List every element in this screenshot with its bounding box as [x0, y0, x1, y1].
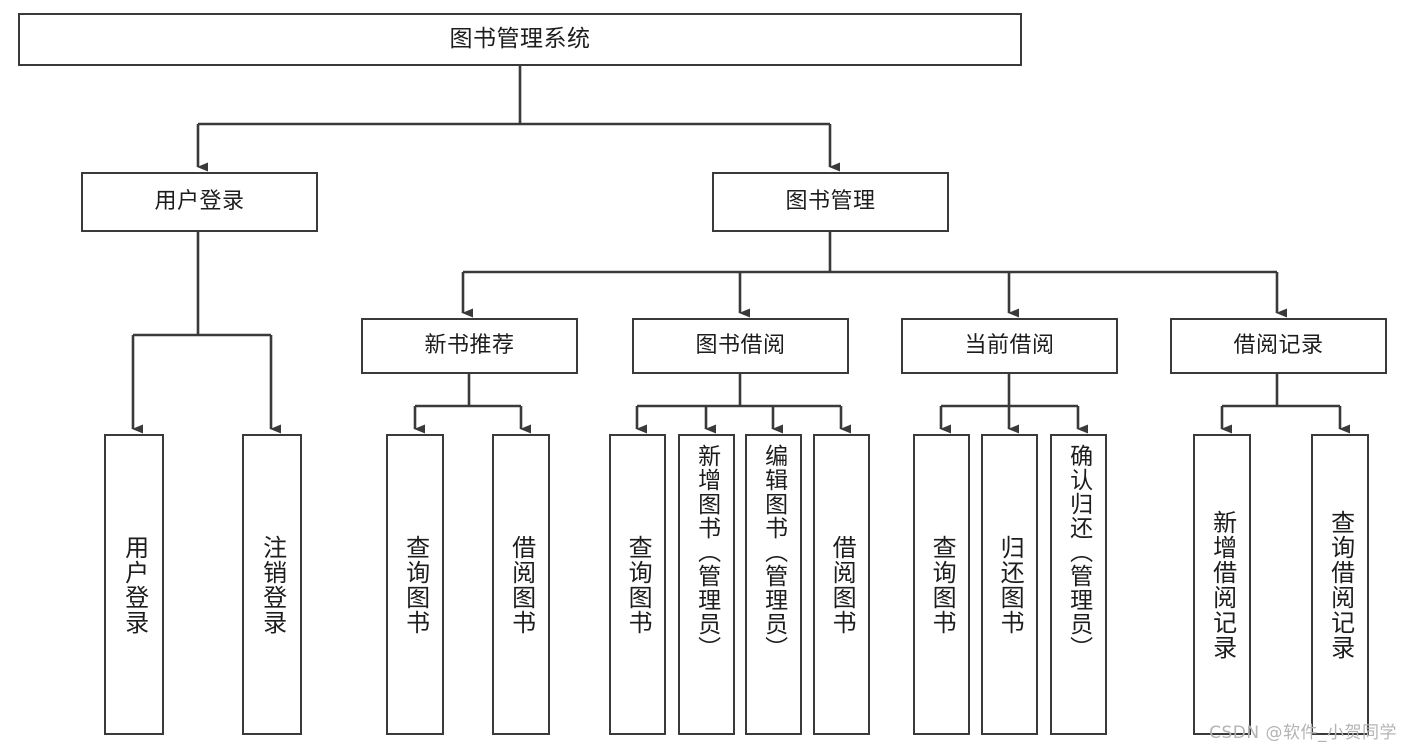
- node-leaf-user-logout[interactable]: 注销登录: [242, 434, 302, 735]
- node-leaf-query-book-1-label: 查询图书: [401, 534, 430, 635]
- node-leaf-query-book-1[interactable]: 查询图书: [386, 434, 444, 735]
- node-book-manage[interactable]: 图书管理: [712, 172, 949, 232]
- node-leaf-borrow-book-1-label: 借阅图书: [507, 534, 536, 635]
- node-leaf-query-book-2-label: 查询图书: [624, 534, 653, 635]
- node-leaf-query-record[interactable]: 查询借阅记录: [1311, 434, 1369, 735]
- csdn-watermark: CSDN @软件_小贺同学: [1209, 723, 1397, 743]
- node-leaf-borrow-book-2-label: 借阅图书: [828, 534, 857, 635]
- node-leaf-return-book[interactable]: 归还图书: [981, 434, 1038, 735]
- node-leaf-add-book-label: 新增图书（管理员）: [693, 444, 720, 660]
- node-leaf-confirm-return[interactable]: 确认归还（管理员）: [1050, 434, 1107, 735]
- node-leaf-user-login[interactable]: 用户登录: [104, 434, 164, 735]
- node-leaf-user-logout-label: 注销登录: [258, 534, 287, 635]
- node-book-borrow-label: 图书借阅: [695, 333, 786, 359]
- node-leaf-add-record[interactable]: 新增借阅记录: [1193, 434, 1251, 735]
- node-user-login-label: 用户登录: [154, 189, 245, 215]
- node-leaf-query-book-3[interactable]: 查询图书: [913, 434, 970, 735]
- node-leaf-edit-book-label: 编辑图书（管理员）: [760, 444, 787, 660]
- node-borrow-record-label: 借阅记录: [1233, 333, 1324, 359]
- node-leaf-add-book[interactable]: 新增图书（管理员）: [678, 434, 735, 735]
- node-leaf-confirm-return-label: 确认归还（管理员）: [1065, 444, 1092, 660]
- node-leaf-borrow-book-1[interactable]: 借阅图书: [492, 434, 550, 735]
- node-leaf-query-book-2[interactable]: 查询图书: [609, 434, 666, 735]
- node-book-borrow[interactable]: 图书借阅: [632, 318, 849, 374]
- node-leaf-return-book-label: 归还图书: [996, 534, 1025, 635]
- node-leaf-user-login-label: 用户登录: [120, 534, 149, 635]
- node-current-borrow-label: 当前借阅: [964, 333, 1055, 359]
- node-book-manage-label: 图书管理: [785, 189, 876, 215]
- node-new-book-rec-label: 新书推荐: [424, 333, 515, 359]
- node-user-login[interactable]: 用户登录: [81, 172, 318, 232]
- node-current-borrow[interactable]: 当前借阅: [901, 318, 1118, 374]
- node-root-label: 图书管理系统: [449, 26, 591, 53]
- node-leaf-query-record-label: 查询借阅记录: [1326, 509, 1355, 660]
- node-leaf-edit-book[interactable]: 编辑图书（管理员）: [745, 434, 802, 735]
- node-borrow-record[interactable]: 借阅记录: [1170, 318, 1387, 374]
- node-leaf-query-book-3-label: 查询图书: [928, 534, 957, 635]
- node-leaf-add-record-label: 新增借阅记录: [1208, 509, 1237, 660]
- node-root[interactable]: 图书管理系统: [18, 13, 1022, 66]
- node-leaf-borrow-book-2[interactable]: 借阅图书: [813, 434, 870, 735]
- node-new-book-rec[interactable]: 新书推荐: [361, 318, 578, 374]
